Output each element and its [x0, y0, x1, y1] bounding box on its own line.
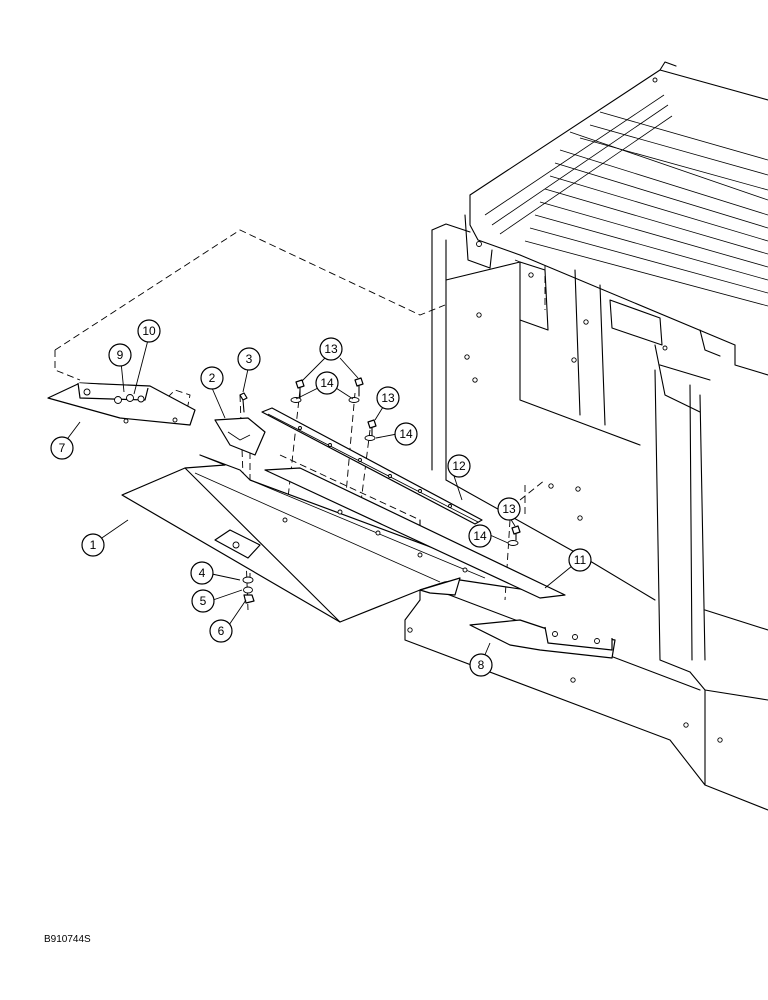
svg-text:3: 3 — [246, 352, 253, 366]
part-11-angle-strip — [264, 467, 566, 599]
part-1-cover-plate — [121, 454, 561, 623]
part-3-screw — [239, 392, 248, 413]
svg-text:7: 7 — [59, 441, 66, 455]
callout-2: 2 — [200, 366, 224, 390]
callout-6: 6 — [209, 619, 233, 643]
svg-text:13: 13 — [502, 502, 516, 516]
machine-frame — [404, 61, 768, 811]
part-2-clip — [214, 417, 266, 456]
svg-text:4: 4 — [199, 566, 206, 580]
svg-text:6: 6 — [218, 624, 225, 638]
svg-text:1: 1 — [90, 538, 97, 552]
callout-13: 13 — [376, 386, 400, 410]
callout-12: 12 — [447, 454, 471, 478]
part-8-right-bracket — [469, 619, 616, 659]
svg-text:10: 10 — [142, 324, 156, 338]
part-12-rail — [261, 407, 483, 525]
hardware-fasteners — [242, 377, 521, 604]
callout-14: 14 — [315, 371, 339, 395]
callout-1: 1 — [81, 533, 105, 557]
svg-text:12: 12 — [452, 459, 466, 473]
svg-text:13: 13 — [381, 391, 395, 405]
svg-text:14: 14 — [473, 529, 487, 543]
callout-3: 3 — [237, 347, 261, 371]
svg-text:8: 8 — [478, 658, 485, 672]
callout-14: 14 — [468, 524, 492, 548]
svg-text:11: 11 — [574, 553, 587, 567]
svg-text:5: 5 — [200, 594, 207, 608]
svg-text:14: 14 — [320, 376, 334, 390]
callout-13: 13 — [497, 497, 521, 521]
svg-text:13: 13 — [324, 342, 338, 356]
callout-10: 10 — [137, 319, 161, 343]
callout-14: 14 — [394, 422, 418, 446]
callout-4: 4 — [190, 561, 214, 585]
callout-8: 8 — [469, 653, 493, 677]
radiator-fins — [524, 111, 768, 307]
callout-9: 9 — [108, 343, 132, 367]
callout-7: 7 — [50, 436, 74, 460]
callout-11: 11 — [568, 548, 592, 572]
svg-text:14: 14 — [399, 427, 413, 441]
callout-5: 5 — [191, 589, 215, 613]
drawing-code: B910744S — [44, 934, 91, 945]
part-7-left-bracket — [47, 382, 196, 426]
svg-text:9: 9 — [117, 348, 124, 362]
callout-13: 13 — [319, 337, 343, 361]
svg-text:2: 2 — [209, 371, 216, 385]
